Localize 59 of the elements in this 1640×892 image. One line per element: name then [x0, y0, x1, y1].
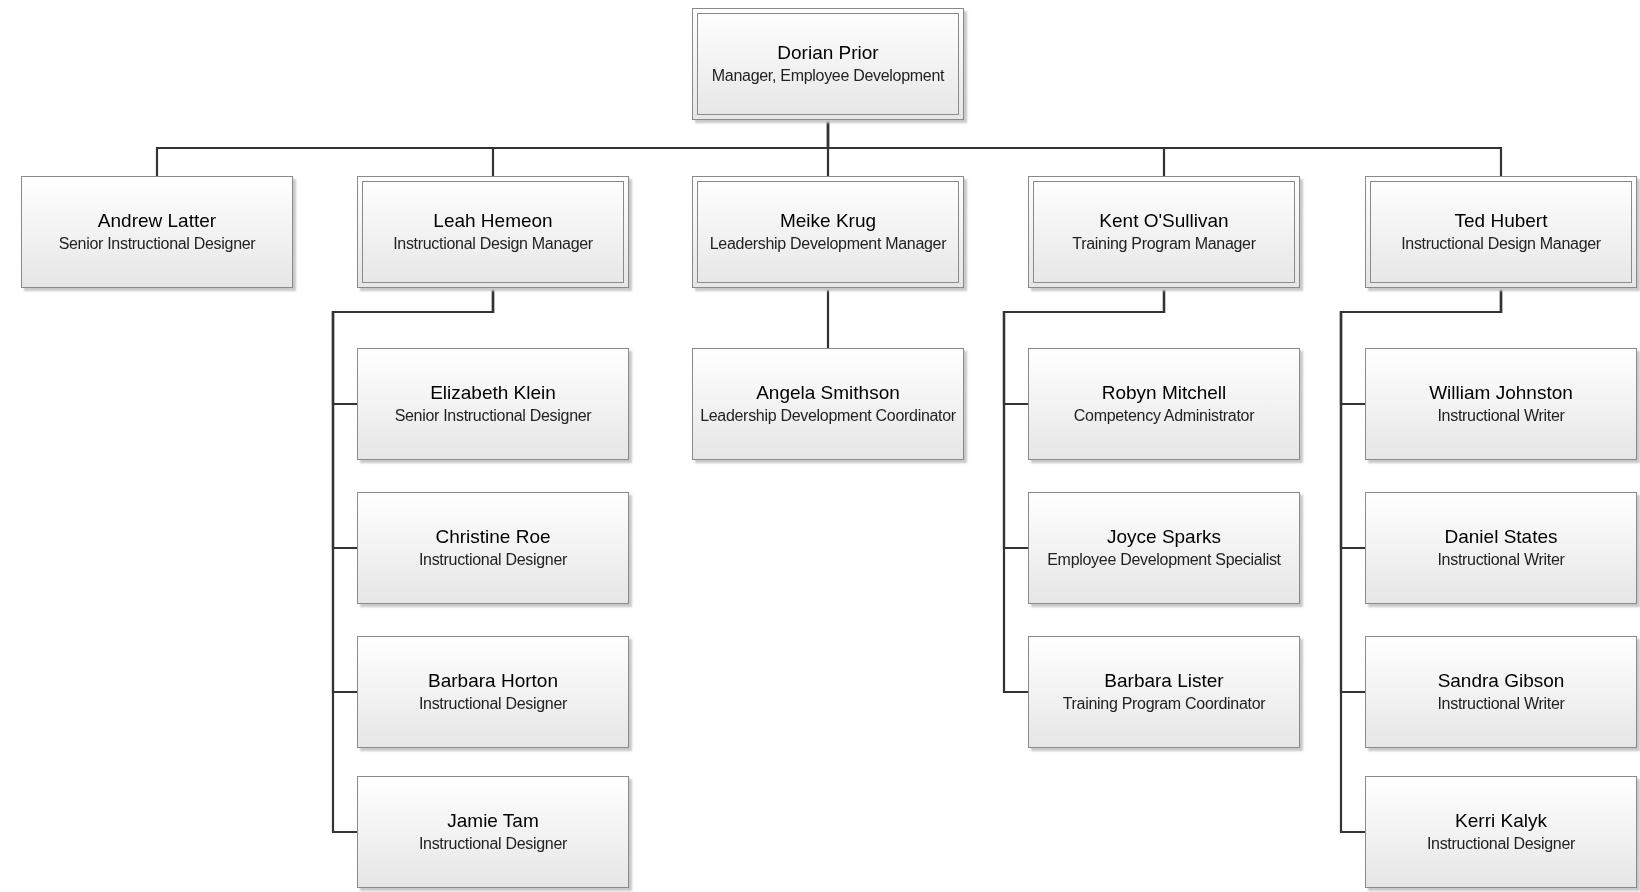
job-title: Instructional Writer [1437, 693, 1565, 714]
person-name: Meike Krug [779, 209, 877, 234]
job-title: Instructional Design Manager [1401, 233, 1601, 254]
person-name: Daniel States [1444, 525, 1558, 550]
person-name: Barbara Lister [1104, 669, 1224, 694]
connector-line [1002, 288, 1166, 694]
person-name: Ted Hubert [1454, 209, 1548, 234]
person-box [692, 176, 964, 288]
person-box [357, 636, 629, 748]
person-box [1028, 176, 1300, 288]
job-title: Senior Instructional Designer [394, 405, 592, 426]
person-name: Joyce Sparks [1106, 525, 1221, 550]
person-name: Robyn Mitchell [1101, 381, 1227, 406]
job-title: Senior Instructional Designer [58, 233, 256, 254]
person-box [1028, 636, 1300, 748]
person-name: Leah Hemeon [433, 209, 553, 234]
job-title: Employee Development Specialist [1047, 549, 1281, 570]
person-name: Christine Roe [435, 525, 551, 550]
person-name: William Johnston [1429, 381, 1573, 406]
job-title: Instructional Design Manager [393, 233, 593, 254]
person-name: Elizabeth Klein [430, 381, 556, 406]
person-box [357, 776, 629, 888]
connector-line [826, 120, 1503, 176]
connector-line [826, 288, 830, 348]
job-title: Manager, Employee Development [711, 65, 945, 86]
job-title: Training Program Manager [1072, 233, 1256, 254]
job-title: Leadership Development Manager [709, 233, 947, 254]
job-title: Instructional Writer [1437, 405, 1565, 426]
job-title: Instructional Designer [418, 693, 568, 714]
person-box [1365, 492, 1637, 604]
person-box [357, 492, 629, 604]
connector-line [1339, 288, 1503, 834]
person-box [692, 348, 964, 460]
job-title: Instructional Designer [418, 833, 568, 854]
job-title: Instructional Writer [1437, 549, 1565, 570]
person-box [1365, 348, 1637, 460]
person-name: Angela Smithson [756, 381, 900, 406]
person-name: Andrew Latter [97, 209, 217, 234]
person-box [1028, 348, 1300, 460]
person-name: Jamie Tam [447, 809, 539, 834]
person-name: Dorian Prior [777, 41, 879, 66]
person-box [357, 348, 629, 460]
person-box [692, 8, 964, 120]
person-name: Kerri Kalyk [1455, 809, 1547, 834]
person-box [1365, 636, 1637, 748]
person-box [1365, 776, 1637, 888]
job-title: Competency Administrator [1073, 405, 1255, 426]
job-title: Leadership Development Coordinator [700, 405, 956, 426]
job-title: Instructional Designer [418, 549, 568, 570]
person-name: Kent O'Sullivan [1099, 209, 1229, 234]
job-title: Instructional Designer [1426, 833, 1576, 854]
connector-line [331, 288, 495, 834]
job-title: Training Program Coordinator [1062, 693, 1266, 714]
person-box [357, 176, 629, 288]
person-box [1365, 176, 1637, 288]
person-name: Barbara Horton [428, 669, 558, 694]
person-box [1028, 492, 1300, 604]
person-name: Sandra Gibson [1437, 669, 1565, 694]
person-box [21, 176, 293, 288]
